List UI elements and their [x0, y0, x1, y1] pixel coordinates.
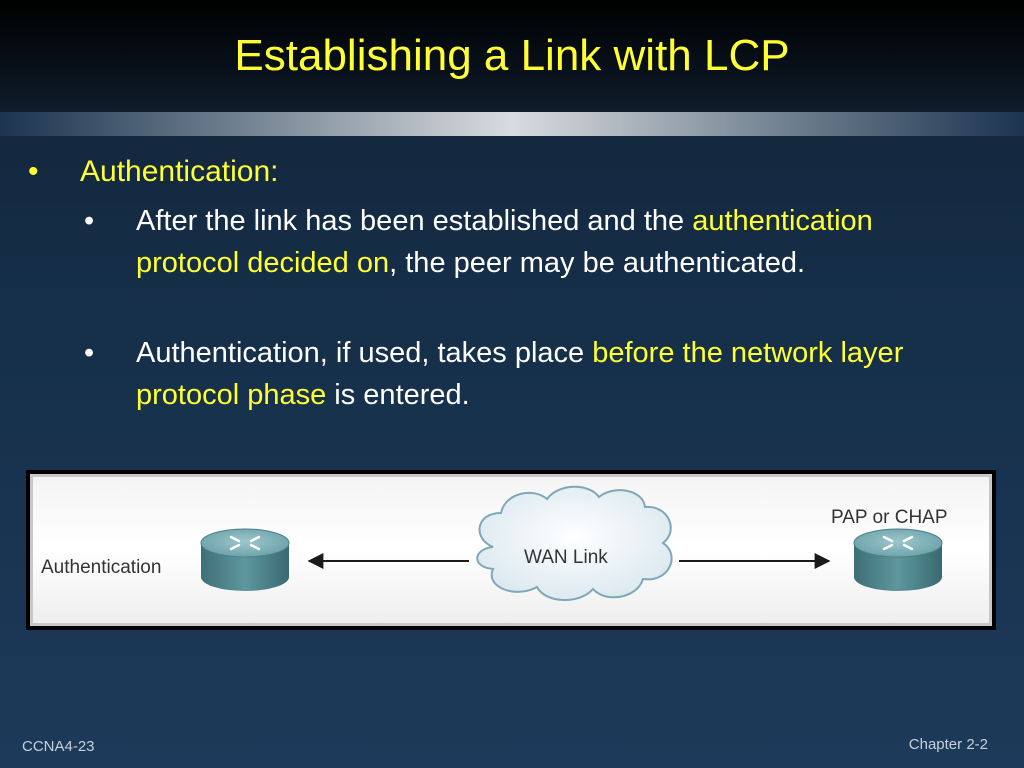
bullet-text-segment: After the link has been established and …: [136, 205, 693, 237]
bullet-point-icon: •: [84, 337, 95, 369]
slide-title: Establishing a Link with LCP: [234, 31, 790, 80]
bullet-point-icon: •: [28, 155, 39, 188]
right-router-icon: [853, 528, 943, 591]
diagram-panel: Authentication WAN Link PAP or CHAP: [30, 474, 992, 626]
title-divider-bar: [0, 112, 1024, 136]
bullet-point-icon: •: [84, 205, 95, 237]
bullet-text-segment: , the peer may be authenticated.: [389, 247, 806, 279]
bullet-highlight-segment: authentication protocol decided on: [136, 205, 873, 279]
bullet-level1-text: Authentication:: [80, 155, 279, 188]
title-bar: Establishing a Link with LCP: [0, 0, 1024, 112]
bullet-level2-text: Authentication, if used, takes place bef…: [136, 332, 976, 416]
left-router-icon: [200, 528, 290, 591]
authentication-diagram: Authentication WAN Link PAP or CHAP: [26, 470, 996, 630]
bullet-text-segment: is entered.: [326, 379, 470, 411]
wan-link-label: WAN Link: [524, 547, 608, 568]
pap-chap-label: PAP or CHAP: [831, 507, 948, 528]
authentication-label: Authentication: [41, 557, 162, 578]
footer-right: Chapter 2-2: [908, 736, 988, 753]
wan-cloud-icon: [476, 485, 673, 602]
bullet-text-segment: Authentication, if used, takes place: [136, 337, 593, 369]
diagram-graphics: [200, 485, 943, 602]
footer-left: CCNA4-23: [22, 738, 95, 755]
bullet-level2-text: After the link has been established and …: [136, 200, 976, 284]
bullet-highlight-segment: before the network layer protocol phase: [136, 337, 904, 411]
